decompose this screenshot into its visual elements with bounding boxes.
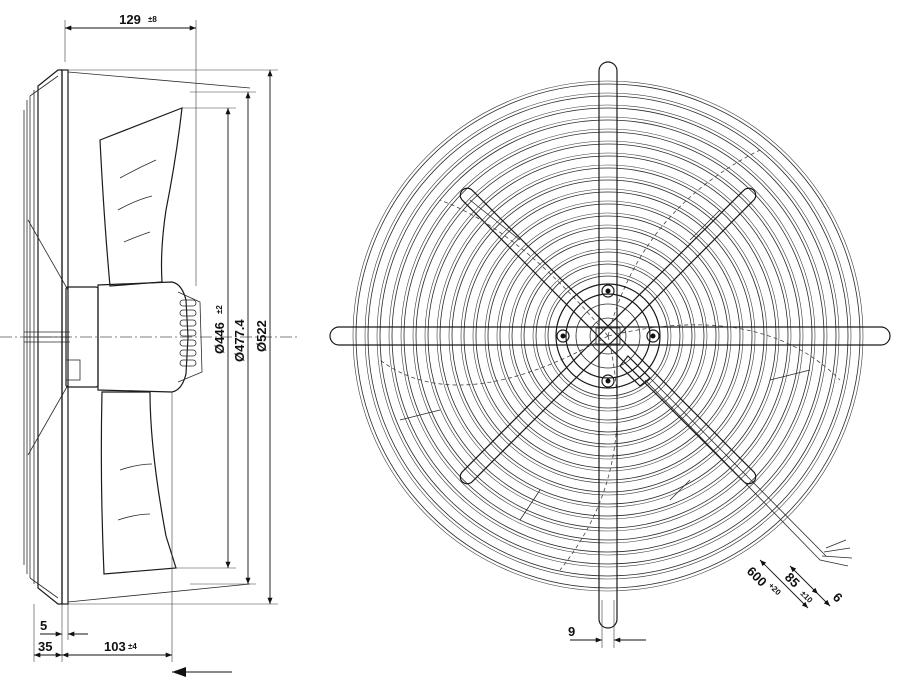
dim-bottom: 5 35 103 ±4 [33,392,173,662]
dim-guard-wire-value: 9 [568,624,575,639]
dim-d-inner-value: Ø446 [212,322,227,354]
guard-ring [451,179,765,493]
guard-ring [415,143,801,529]
guard-ring [379,107,837,565]
guard-ring-inner [532,260,684,412]
side-motor [65,281,203,393]
dim-offset-value: 103 [104,639,126,654]
front-guard-rings [352,80,864,592]
guard-ring-inner [376,104,840,568]
side-blade-upper [99,107,183,287]
guard-ring [463,191,753,481]
front-hub [555,283,661,389]
dim-cable: 600 +20 85 ±10 6 [744,559,846,609]
dim-d-inner-tol: ±2 [215,305,224,314]
dim-diameters: Ø446 ±2 Ø477.4 Ø522 [68,69,278,605]
guard-ring-inner [544,272,672,400]
dim-offset-tol: ±4 [128,642,137,651]
guard-ring [547,275,669,397]
guard-ring [391,119,825,553]
hub-screw [556,284,660,388]
guard-ring-inner [352,80,864,592]
dim-wire-end-value: 6 [830,590,846,606]
dim-depth-value: 129 [119,12,141,27]
dim-cable-len-tol: +20 [767,581,783,597]
dim-base-value: 35 [38,639,52,654]
guard-ring-inner [400,128,816,544]
front-blades [379,149,841,571]
arrow-left-icon [172,667,232,677]
guard-ring-inner [496,224,720,448]
guard-ring-inner [424,152,792,520]
guard-ring-inner [472,200,744,472]
guard-ring [355,83,861,589]
guard-ring-inner [460,188,756,484]
dim-d-mid-value: Ø477.4 [232,319,247,362]
guard-ring-inner [448,176,768,496]
guard-ring-inner [412,140,804,532]
dim-d-outer-value: Ø522 [254,320,269,352]
front-view: 9 600 +20 85 ±10 6 [329,61,891,648]
guard-ring-inner [508,236,708,436]
side-guard [23,69,70,605]
guard-ring [439,167,777,505]
guard-ring-inner [364,92,852,580]
dim-cable-strip-value: 85 [782,570,803,591]
dim-depth-tol: ±8 [148,15,157,24]
dim-flange-value: 5 [40,618,47,633]
guard-ring [523,251,693,421]
guard-ring-inner [520,248,696,424]
dim-cable-len-value: 600 [744,564,770,590]
dim-cable-strip-tol: ±10 [799,589,815,605]
side-blade-lower [100,391,177,575]
side-view: 129 ±8 Ø446 ±2 Ø477.4 Ø522 [0,12,300,677]
guard-ring [487,215,729,457]
guard-ring [499,227,717,445]
guard-ring-inner [436,164,780,508]
side-housing [61,69,251,605]
guard-ring [367,95,849,577]
front-cable [644,375,853,567]
guard-ring [427,155,789,517]
guard-ring [511,239,705,433]
guard-ring [475,203,741,469]
dim-guard-wire: 9 [568,600,646,648]
guard-ring [535,263,681,409]
guard-ring [403,131,813,541]
guard-ring-inner [484,212,732,460]
dim-depth: 129 ±8 [64,12,197,286]
guard-ring-inner [388,116,828,556]
